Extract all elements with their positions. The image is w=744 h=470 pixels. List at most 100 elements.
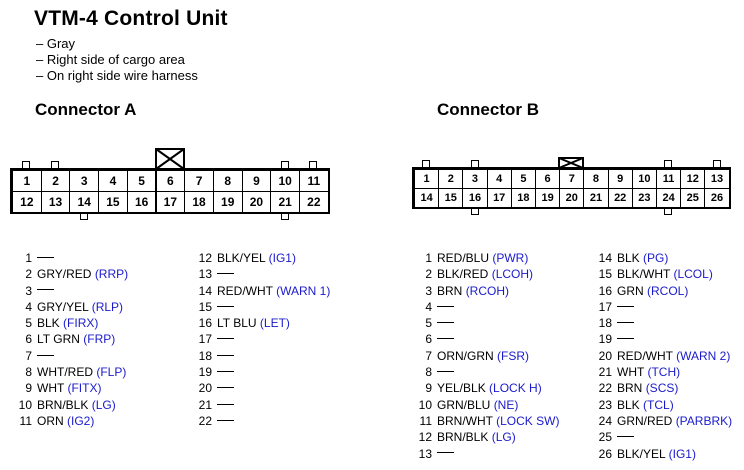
- connector_b-pin-number: 12: [418, 430, 432, 445]
- connector_a-pin-cell: 1: [12, 170, 42, 192]
- connector_b-pin-cell: 13: [704, 169, 730, 189]
- connector_b-unused-dash: [437, 305, 454, 307]
- connector_b-pin-number: 15: [598, 267, 612, 282]
- connector_a-wire-color: LT GRN: [37, 332, 80, 347]
- connector_a-pin-desc: [37, 250, 54, 266]
- connector_b-wire-color: BLK: [617, 397, 640, 412]
- connector_a-keying-tab: [309, 161, 318, 169]
- connector_a-signal-code: (LET): [259, 316, 290, 331]
- connector_a-pin-cell: 9: [241, 170, 272, 192]
- connector_b-pin-cell: 24: [656, 188, 682, 208]
- connector_a-unused-dash: [217, 354, 234, 356]
- connector_a-pin-number: 19: [198, 365, 212, 380]
- connector_a-pin-number: 21: [198, 397, 212, 412]
- connector_a-wire-color: LT BLU: [217, 316, 257, 331]
- connector_b-pin-cell: 17: [486, 188, 512, 208]
- connector_b-pin-number: 6: [425, 332, 432, 347]
- connector_a-signal-code: (WARN 1): [276, 283, 331, 298]
- connector_b-unused-dash: [617, 436, 634, 438]
- connector_b-pin-desc: [617, 429, 634, 445]
- connector_a-pin-cell: 12: [12, 191, 42, 213]
- connector_b-signal-code: (LCOL): [673, 267, 713, 282]
- connector_a-pin-cell: 10: [270, 170, 300, 192]
- connector_b-pin-desc: [437, 315, 454, 331]
- connector_a-pin-number: 2: [25, 267, 32, 282]
- connector_b-pin-desc: BLK (PG): [617, 250, 668, 266]
- connector_a-wire-color: RED/WHT: [217, 283, 273, 298]
- connector_a-pin-cell: 19: [212, 191, 243, 213]
- connector_a-pin-number: 9: [25, 381, 32, 396]
- connector_a-signal-code: (FIRX): [63, 316, 99, 331]
- connector_b-pin-number: 16: [598, 283, 612, 298]
- connector_b-pin-number: 25: [598, 430, 612, 445]
- connector_a-pin-number: 20: [198, 381, 212, 396]
- connector_b-pin-desc: BRN (SCS): [617, 380, 678, 396]
- connector_a-pin-number: 15: [198, 299, 212, 314]
- connector_a-pin-desc: [217, 364, 234, 380]
- connector_b-keying-tab: [664, 208, 673, 215]
- connector_a-pin-cell: 4: [98, 170, 128, 192]
- connector_b-keying-tab: [422, 160, 431, 168]
- connector_b-unused-dash: [437, 452, 454, 454]
- connector_a-pin-number: 11: [19, 413, 32, 428]
- connector_b-pin-number: 17: [598, 299, 612, 314]
- connector_a-signal-code: (FRP): [83, 332, 116, 347]
- connector_a-unused-dash: [37, 289, 54, 291]
- connector_b-pin-number: 22: [598, 381, 612, 396]
- connector_a-signal-code: (FLP): [96, 365, 127, 380]
- connector_b-pin-number: 4: [425, 299, 432, 314]
- connector_b-signal-code: (NE): [493, 397, 519, 412]
- connector_b-pin-number: 10: [418, 397, 432, 412]
- connector_a-pin-cell: 5: [126, 170, 157, 192]
- connector_a-pin-desc: BLK/YEL (IG1): [217, 250, 296, 266]
- connector_a-wire-color: WHT: [37, 381, 65, 396]
- connector_b-pin-cell: 22: [607, 188, 633, 208]
- connector_b-pin-number: 3: [425, 283, 432, 298]
- connector_b-pin-desc: BLK/RED (LCOH): [437, 266, 533, 282]
- connector_b-signal-code: (WARN 2): [676, 348, 731, 363]
- connector_a-unused-dash: [217, 273, 234, 275]
- connector_a-pin-desc: [217, 266, 234, 282]
- connector_a-pin-cell: 13: [40, 191, 71, 213]
- connector_a-pin-row: 17: [190, 331, 370, 347]
- connector_b-pin-desc: BRN/WHT (LOCK SW): [437, 413, 559, 429]
- connector_b-pin-number: 26: [598, 446, 612, 461]
- connector_b-signal-code: (TCH): [647, 365, 681, 380]
- connector_b-signal-code: (SCS): [645, 381, 679, 396]
- connector_a-wire-color: GRY/RED: [37, 267, 92, 282]
- connector_a-pin-cell: 16: [126, 191, 157, 213]
- connector_b-pin-number: 2: [425, 267, 432, 282]
- connector_a-wire-color: BRN/BLK: [37, 397, 89, 412]
- connector_b-pin-row: 15 BLK/WHT (LCOL): [590, 266, 740, 282]
- connector_b-wire-color: BLK/WHT: [617, 267, 671, 282]
- connector_b-pin-cell: 16: [462, 188, 488, 208]
- connector_b-pin-desc: YEL/BLK (LOCK H): [437, 380, 542, 396]
- connector_b-pin-cell: 11: [656, 169, 682, 189]
- connector_b-pin-desc: RED/BLU (PWR): [437, 250, 528, 266]
- connector_a-pin-number: 22: [198, 413, 212, 428]
- connector_b-signal-code: (LCOH): [491, 267, 534, 282]
- connector_a-pin-desc: [217, 397, 234, 413]
- connector_a-keying-tab: [280, 161, 289, 169]
- connector_b-pin-row: 22 BRN (SCS): [590, 380, 740, 396]
- connector_b-signal-code: (FSR): [497, 348, 530, 363]
- connector_a-pin-cell: 14: [69, 191, 100, 213]
- connector_b-signal-code: (PWR): [492, 251, 529, 265]
- connector_b-pin-row: 25: [590, 429, 740, 445]
- connector_a-keying-tab: [51, 161, 60, 169]
- connector_a-pin-cell: 2: [40, 170, 71, 192]
- connector_b-pin-cell: 8: [583, 169, 609, 189]
- connector_a-pin-number: 17: [198, 332, 212, 347]
- connector_a-pin-desc: LT GRN (FRP): [37, 331, 115, 347]
